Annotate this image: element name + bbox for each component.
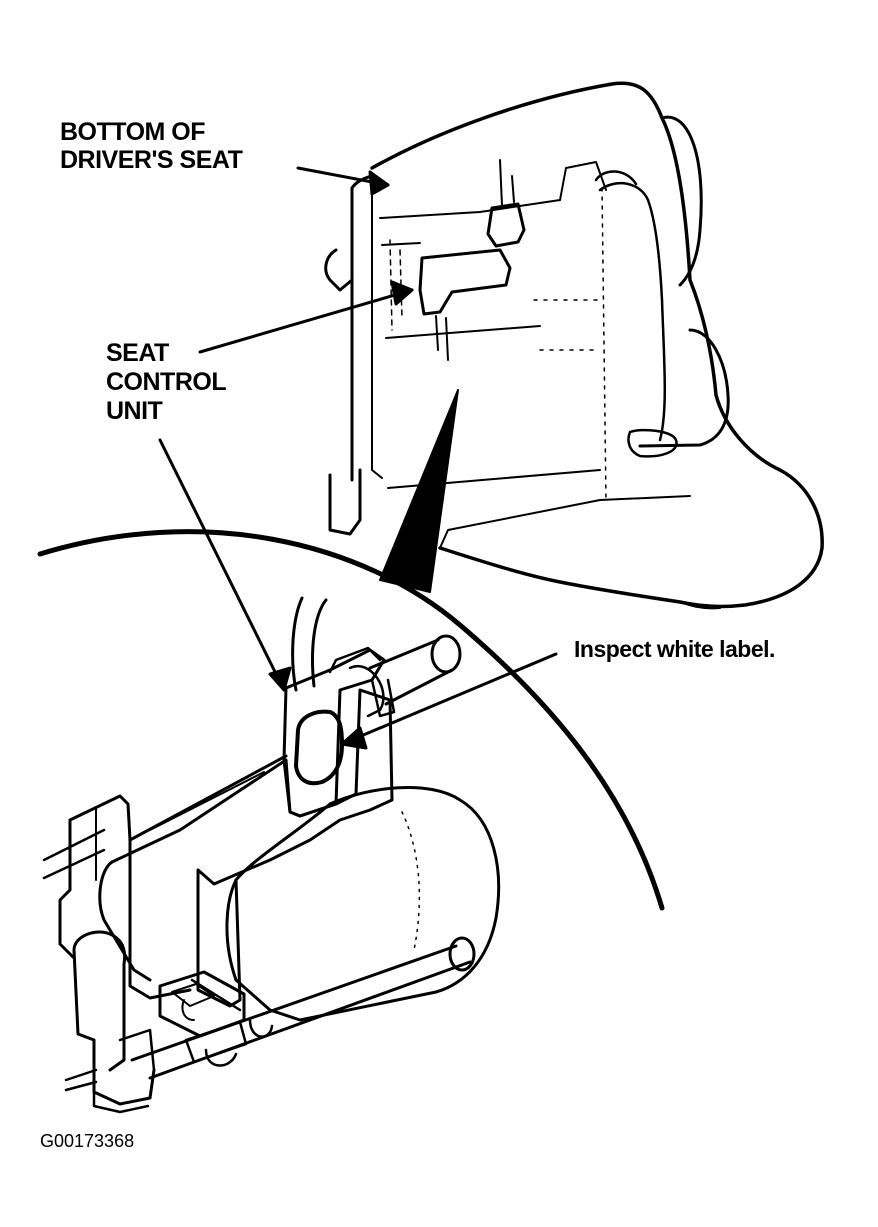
label-line: CONTROL: [106, 368, 227, 396]
seat-control-unit-drawing: [42, 596, 501, 1114]
magnify-pointer: [379, 389, 459, 593]
label-line: DRIVER'S SEAT: [60, 146, 243, 174]
label-line: BOTTOM OF: [60, 118, 206, 146]
arrow-seat-control-on-seat: [198, 288, 414, 354]
label-line: Inspect white label.: [574, 636, 775, 662]
label-bottom-of-drivers-seat: BOTTOM OF DRIVER'S SEAT: [60, 118, 243, 174]
label-line: UNIT: [106, 397, 163, 425]
magnified-view-arc: [37, 529, 665, 911]
white-label: [294, 709, 344, 786]
arrow-seat-control-enlarged: [158, 438, 286, 692]
label-seat-control-unit: SEAT CONTROL UNIT: [106, 339, 227, 425]
figure-id: G00173368: [40, 1131, 135, 1151]
label-line: SEAT: [106, 339, 169, 367]
arrow-inspect-label: [340, 652, 558, 746]
drivers-seat-drawing: [324, 81, 824, 610]
callout-arrows: [158, 166, 558, 750]
label-inspect-white-label: Inspect white label.: [574, 638, 775, 661]
